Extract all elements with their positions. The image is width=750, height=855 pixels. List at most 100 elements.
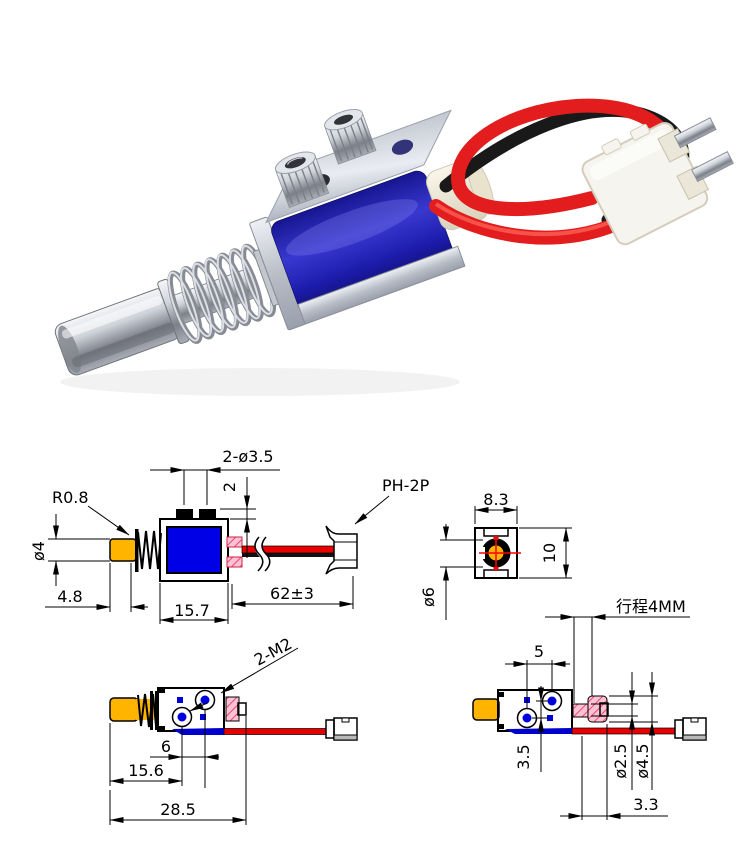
plunger-highlight [61, 296, 163, 339]
top-slot [483, 527, 509, 537]
screw-hole-d-center [522, 713, 532, 723]
corner-notch-c [498, 692, 504, 697]
return-spring [167, 243, 277, 344]
dim-hole-offset-y: 3.5 [514, 744, 533, 769]
corner-notch-a [158, 688, 165, 693]
dim-tail-stem-diameter: ø2.5 [611, 743, 630, 778]
dim-tail-length: 3.3 [633, 795, 658, 814]
spring-top [137, 693, 157, 728]
tail-notch-top [237, 702, 247, 716]
body-frame-side [159, 518, 229, 582]
frame-bottom-strip [297, 245, 466, 325]
top-plate-hole-2 [391, 139, 414, 155]
crosshair-tick-top [493, 537, 499, 540]
front-view-drawing: 8.3 10 ø6 [419, 490, 572, 620]
ext-lines-dia6 [440, 539, 483, 568]
screw-hole-a-center [200, 695, 210, 705]
top-view-drawing: 2-M2 6 15.6 28.5 [109, 634, 358, 825]
bushing-boss [176, 509, 193, 519]
red-lead-wire [429, 98, 681, 245]
ext-lines-tail-dias [591, 695, 658, 723]
solenoid-body [54, 109, 495, 376]
ext-lines-35 [532, 700, 548, 719]
ext-lines-33 [581, 724, 608, 820]
dim-boss-diameter: ø6 [419, 587, 438, 607]
stroke-view-drawing: 行程4MM 5 3.5 ø2.5 ø4.5 3.3 [472, 597, 707, 820]
plunger-stroke-view [472, 698, 500, 721]
screw-hole-a [194, 689, 216, 711]
dim-tail-head-diameter: ø4.5 [633, 743, 652, 778]
coil-sheen [285, 199, 418, 256]
bushing-boss-2 [199, 509, 216, 519]
wire-black-side [242, 551, 334, 557]
screw-hole-c-center [547, 696, 557, 706]
coil-shading [271, 171, 454, 314]
leader-thread-a [220, 647, 299, 694]
connector-slots [334, 541, 357, 561]
dim-plunger-diameter: ø4 [29, 541, 48, 561]
side-view-drawing: ø4 R0.8 2-ø3.5 2 4.8 15.7 62±3 PH-2P [29, 447, 430, 624]
threaded-bushing-front [274, 151, 330, 209]
dim-hole-spacing-x: 6 [161, 737, 171, 756]
ext-lines-48 [109, 563, 132, 612]
plunger-top [109, 697, 139, 722]
ext-lines-dia4 [48, 538, 110, 562]
ext-lines-6 [181, 710, 206, 788]
wire-red-top [223, 728, 327, 735]
dim-hole-spacing: 5 [534, 642, 544, 661]
washer-bar-a [150, 691, 153, 730]
pin-square-b [200, 714, 206, 720]
dim-body-height: 10 [540, 543, 559, 563]
dim-tip-radius: R0.8 [52, 488, 89, 507]
dim-thread-spec: 2-M2 [251, 634, 295, 670]
wire-break-symbol [254, 536, 271, 572]
connector-side [325, 525, 358, 575]
wire-blue-top [172, 728, 224, 735]
threaded-bushing-rear [324, 109, 377, 165]
corner-notch-b [158, 726, 165, 731]
plunger-side [109, 538, 137, 562]
bottom-slot [483, 569, 509, 579]
washer-bar-b [155, 691, 158, 730]
dim-hole-offset: 2 [220, 482, 239, 492]
tail-hatch-top [225, 696, 240, 722]
pin-square-a [177, 697, 183, 703]
dim-body-width: 8.3 [483, 490, 508, 509]
spring-seat [135, 529, 139, 572]
dim-hole-to-tip: 15.6 [128, 761, 164, 780]
terminal [226, 536, 243, 548]
body-top [157, 687, 225, 732]
dim-connector-type: PH-2P [382, 476, 430, 495]
ext-lines-stroke [573, 617, 593, 703]
dim-plunger-extension: 4.8 [57, 587, 82, 606]
dim-overall-length: 28.5 [160, 800, 196, 819]
wire-break-gap [254, 534, 270, 574]
ph2p-plug [581, 117, 734, 246]
tail-stem [572, 703, 591, 718]
ext-lines-offset2 [220, 508, 256, 520]
corner-notch-d [498, 724, 504, 729]
terminal-2 [226, 556, 243, 568]
pin-square-d [547, 715, 553, 721]
plunger-shade [72, 322, 175, 368]
leader-tip-radius [87, 505, 130, 536]
screw-hole-b [171, 706, 193, 728]
crosshair-tick-bottom [493, 567, 499, 570]
spring-side [137, 530, 162, 570]
dim-mount-holes: 2-ø3.5 [222, 447, 273, 466]
leader-connector [354, 495, 390, 525]
dim-lead-length: 62±3 [270, 584, 314, 603]
dim-stroke: 行程4MM [616, 597, 686, 616]
connector-top [325, 717, 358, 741]
dim-body-length: 15.7 [174, 601, 210, 620]
wire-blue-stroke-view [505, 728, 572, 734]
connector-stroke-view [674, 717, 707, 741]
coil-side [166, 526, 222, 574]
plug-pin [673, 117, 717, 149]
wire-red-stroke-view [571, 727, 676, 735]
product-photo [54, 98, 734, 396]
screw-hole-b-center [177, 712, 187, 722]
ext-lines-holes [183, 470, 208, 505]
